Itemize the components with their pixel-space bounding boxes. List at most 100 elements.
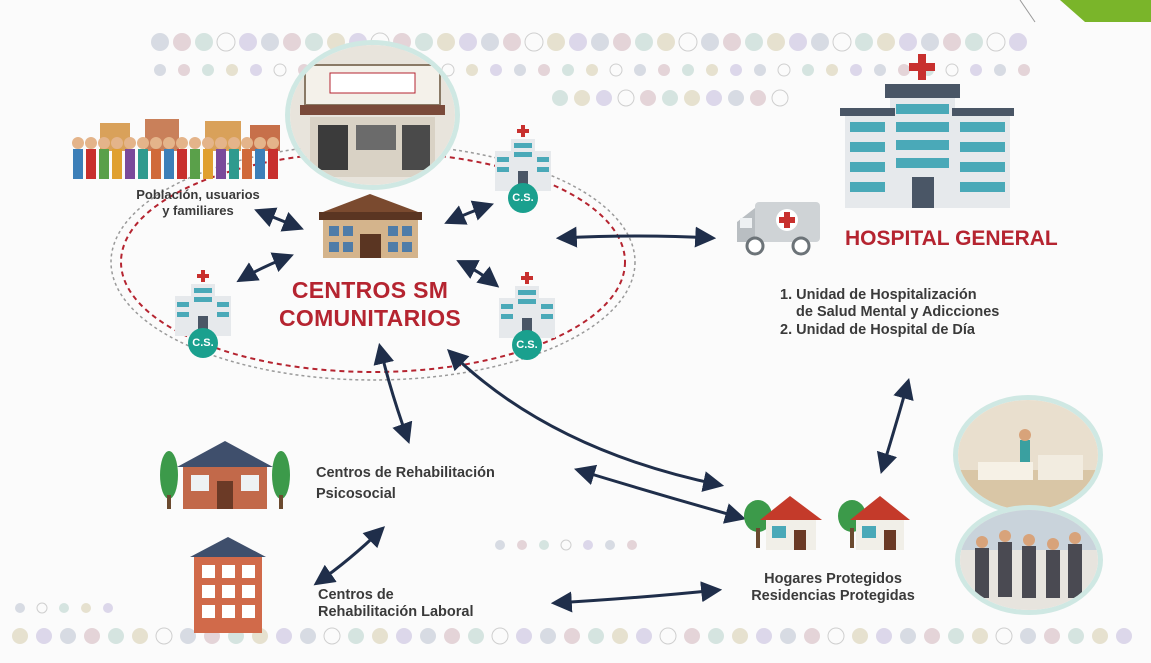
hospital-window <box>850 142 885 152</box>
person-figure <box>190 149 200 179</box>
background-dot <box>921 33 939 51</box>
background-dot <box>547 33 565 51</box>
background-dot <box>767 33 785 51</box>
background-dot <box>855 33 873 51</box>
background-dot <box>811 33 829 51</box>
background-dot <box>180 628 196 644</box>
background-dot <box>874 64 886 76</box>
cs-badge: C.S. <box>512 330 542 360</box>
person-head <box>111 137 123 149</box>
background-dot <box>684 90 700 106</box>
background-dot <box>420 628 436 644</box>
background-dot <box>945 63 959 77</box>
protected-homes-icon <box>744 496 910 550</box>
rehab-psicosocial-line2: Psicosocial <box>316 486 396 503</box>
hospital-window <box>850 122 885 132</box>
background-dot <box>877 33 895 51</box>
background-dot <box>994 64 1006 76</box>
corner-green-accent <box>1060 0 1151 22</box>
background-dot <box>503 33 521 51</box>
background-dot <box>612 628 628 644</box>
person-head <box>72 137 84 149</box>
background-dot <box>569 33 587 51</box>
background-dot <box>852 628 868 644</box>
apartment-window <box>202 565 215 578</box>
background-dot <box>273 63 287 77</box>
arrow-ellipse-hospital <box>555 226 717 248</box>
arrow-center-cs-topright <box>444 200 494 225</box>
apartment-window <box>242 565 255 578</box>
clinic-cs-top: C.S. <box>493 125 553 215</box>
background-dot <box>995 627 1013 645</box>
person-figure <box>177 149 187 179</box>
background-dot <box>728 90 744 106</box>
background-dot <box>300 628 316 644</box>
background-dot <box>444 628 460 644</box>
person-figure <box>99 149 109 179</box>
clinic-building-icon <box>175 270 231 336</box>
background-dot <box>943 33 961 51</box>
person-figure <box>151 149 161 179</box>
background-dot <box>613 33 631 51</box>
population-label: Población, usuarios y familiares <box>118 187 278 218</box>
person-head <box>150 137 162 149</box>
background-dot <box>898 64 910 76</box>
background-dot <box>459 33 477 51</box>
group-photo <box>955 505 1103 615</box>
arrow-population-center <box>254 207 304 232</box>
hospital-unit-1-cont: de Salud Mental y Adicciones <box>796 304 1000 321</box>
background-dot <box>560 539 572 551</box>
background-dot <box>659 627 677 645</box>
person-figure <box>86 149 96 179</box>
population-label-line2: y familiares <box>162 202 234 218</box>
population-label-line1: Población, usuarios <box>136 187 260 202</box>
person-figure <box>216 149 226 179</box>
apartment-window <box>202 605 215 618</box>
person-figure <box>164 149 174 179</box>
background-dot <box>789 33 807 51</box>
rehab-laboral-label: Centros de Rehabilitación Laboral <box>318 587 474 622</box>
background-dot <box>706 64 718 76</box>
arrow-center-cs-left <box>236 252 294 283</box>
background-dot <box>372 628 388 644</box>
hospital-units: 1. Unidad de Hospitalización de Salud Me… <box>780 287 999 339</box>
arrow-center-cs-right <box>456 260 500 288</box>
background-dot <box>491 627 509 645</box>
bedroom-photo-image <box>958 400 1098 510</box>
person-head <box>254 137 266 149</box>
house-rehab-psicosocial-icon <box>160 441 290 509</box>
arrow-psicosocial-hogares <box>573 464 747 524</box>
apartment-window <box>242 585 255 598</box>
background-dot <box>609 63 623 77</box>
person-figure <box>268 149 278 179</box>
person-figure <box>112 149 122 179</box>
background-dot <box>684 628 700 644</box>
background-dot <box>1009 33 1027 51</box>
background-dot <box>239 33 257 51</box>
community-center-facade <box>290 45 455 185</box>
background-dot <box>84 628 100 644</box>
background-dot <box>59 603 69 613</box>
background-dot <box>173 33 191 51</box>
background-dot <box>771 89 789 107</box>
hospital-window <box>896 140 949 150</box>
background-dot <box>481 33 499 51</box>
background-dot <box>876 628 892 644</box>
background-dot <box>261 33 279 51</box>
background-dot <box>283 33 301 51</box>
hospital-window <box>960 122 1005 132</box>
hospital-window <box>960 162 1005 172</box>
hospital-window <box>850 182 885 192</box>
background-dot <box>640 90 656 106</box>
person-head <box>124 137 136 149</box>
center-title: CENTROS SM COMUNITARIOS <box>270 277 470 332</box>
background-dot <box>657 33 675 51</box>
background-dot <box>777 63 791 77</box>
background-dot <box>682 64 694 76</box>
background-dot <box>415 33 433 51</box>
community-center-building-icon <box>319 194 422 258</box>
background-dot <box>514 64 526 76</box>
person-head <box>137 137 149 149</box>
background-dot <box>562 64 574 76</box>
